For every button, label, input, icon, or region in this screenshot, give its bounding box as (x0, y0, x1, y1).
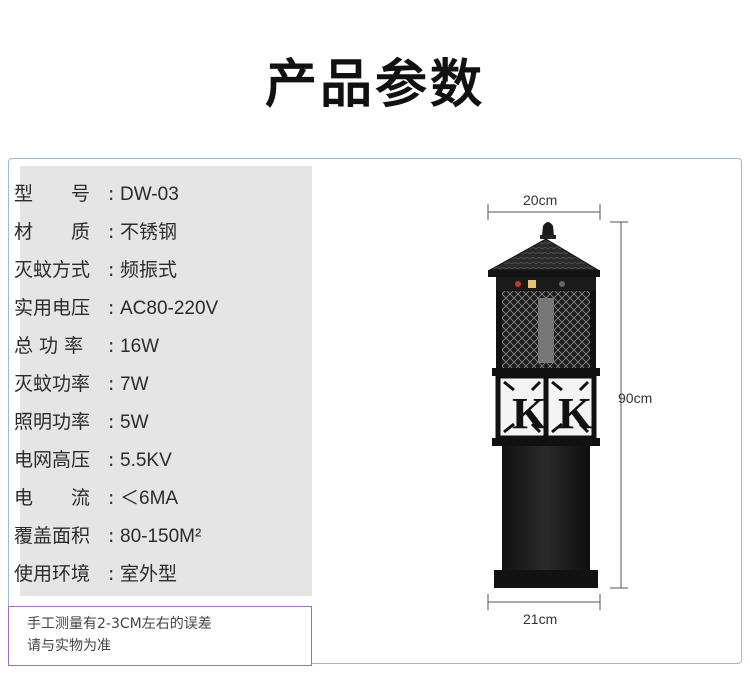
spec-value: ＜6MA (120, 488, 179, 509)
dimension-height: 90cm (618, 390, 653, 406)
spec-label: 照明功率 (14, 411, 91, 433)
mosquito-grid-section (492, 277, 600, 376)
content-frame (8, 158, 742, 664)
lamp-roof (488, 238, 600, 277)
spec-row-model: 型 号:DW-03 (14, 179, 179, 209)
spec-value: 7W (120, 374, 149, 395)
page-title: 产品参数 (264, 55, 485, 115)
lamp-finial (540, 222, 556, 239)
spec-label: 电网高压 (14, 449, 91, 471)
spec-colon: : (108, 449, 115, 471)
dimension-base-width: 21cm (523, 611, 558, 627)
base-width-dimension-line (487, 594, 601, 610)
note-line-2: 请与实物为准 (27, 638, 111, 654)
spec-colon: : (108, 373, 115, 395)
spec-panel (20, 166, 312, 596)
spec-value: 5W (120, 412, 149, 433)
lamp-post (494, 446, 598, 588)
spec-value: 频振式 (120, 260, 178, 281)
spec-colon: : (108, 563, 115, 585)
spec-row-voltage: 实用电压:AC80-220V (14, 293, 218, 323)
spec-label: 型 号 (14, 183, 91, 205)
note-line-1: 手工测量有2-3CM左右的误差 (27, 616, 212, 632)
height-dimension-line (610, 221, 628, 589)
spec-colon: : (108, 297, 115, 319)
lantern-letter-left: K (512, 389, 546, 438)
spec-colon: : (108, 221, 115, 243)
spec-row-coverage: 覆盖面积:80-150M² (14, 521, 201, 551)
spec-label: 使用环境 (14, 563, 91, 585)
spec-row-method: 灭蚊方式:频振式 (14, 255, 177, 285)
spec-row-kill-power: 灭蚊功率:7W (14, 369, 149, 399)
spec-label: 材 质 (14, 221, 91, 243)
spec-colon: : (108, 525, 115, 547)
spec-label: 覆盖面积 (14, 525, 91, 547)
spec-colon: : (108, 335, 115, 357)
spec-colon: : (108, 411, 115, 433)
dimension-top-width: 20cm (523, 192, 558, 208)
spec-row-material: 材 质:不锈钢 (14, 217, 177, 247)
spec-value: DW-03 (120, 184, 179, 205)
spec-value: 5.5KV (120, 450, 172, 471)
spec-label: 实用电压 (14, 297, 91, 319)
spec-row-environment: 使用环境:室外型 (14, 559, 177, 589)
spec-value: AC80-220V (120, 298, 219, 319)
spec-colon: : (108, 487, 115, 509)
spec-value: 16W (120, 336, 160, 357)
top-width-dimension-line (487, 204, 601, 220)
spec-row-light-power: 照明功率:5W (14, 407, 149, 437)
spec-row-current: 电 流:＜6MA (14, 483, 178, 513)
product-diagram: K K (487, 204, 628, 610)
lantern-section: K K (492, 373, 600, 446)
spec-row-total-power: 总 功 率:16W (14, 331, 159, 361)
spec-label: 灭蚊功率 (14, 373, 91, 395)
spec-value: 不锈钢 (120, 222, 178, 243)
lantern-letter-right: K (558, 389, 592, 438)
spec-value: 80-150M² (120, 526, 202, 547)
spec-value: 室外型 (120, 564, 178, 585)
spec-colon: : (108, 183, 115, 205)
spec-label: 总 功 率 (14, 335, 84, 357)
spec-label: 电 流 (14, 487, 91, 509)
measurement-note: 手工测量有2-3CM左右的误差 请与实物为准 (8, 606, 312, 666)
spec-label: 灭蚊方式 (14, 259, 91, 281)
spec-row-grid-voltage: 电网高压:5.5KV (14, 445, 172, 475)
spec-colon: : (108, 259, 115, 281)
